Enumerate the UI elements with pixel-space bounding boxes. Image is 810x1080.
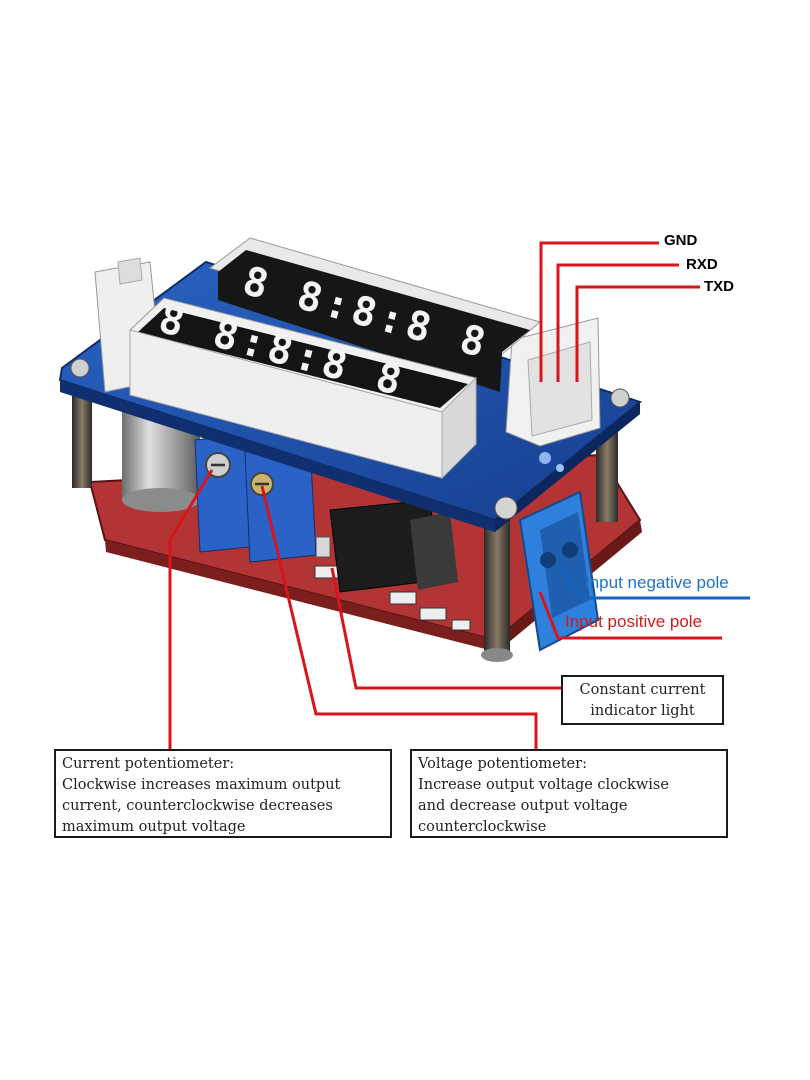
- negative-pole-leader-line: [560, 567, 750, 600]
- gnd-label: GND: [664, 232, 698, 249]
- display-front-face: [138, 308, 468, 408]
- screw: [494, 496, 518, 520]
- note-line: counterclockwise: [418, 819, 547, 835]
- screw: [610, 388, 630, 408]
- rxd-label: RXD: [686, 256, 718, 273]
- input-negative-pole-label: Input negative pole: [585, 573, 729, 592]
- note-line: Increase output voltage clockwise: [418, 777, 669, 793]
- txd-leader-line: [575, 285, 700, 382]
- voltage-potentiometer-note: Voltage potentiometer: Increase output v…: [410, 749, 728, 838]
- voltage-pot-leader-line: [260, 485, 538, 750]
- note-line: Constant current: [579, 682, 706, 698]
- note-line: indicator light: [590, 703, 695, 719]
- indicator-light-note: Constant current indicator light: [561, 675, 724, 725]
- note-line: and decrease output voltage: [418, 798, 628, 814]
- indicator-led: [315, 536, 331, 558]
- input-positive-pole-label: Input positive pole: [565, 612, 703, 631]
- standoff-left-front: [484, 515, 510, 655]
- note-line: current, counterclockwise decreases: [62, 798, 333, 814]
- gnd-leader-line: [539, 241, 659, 382]
- indicator-leader-line: [330, 567, 562, 690]
- display-back-face: [218, 250, 530, 392]
- standoff-left-back: [72, 378, 92, 488]
- bottom-pcb-edge: [105, 540, 497, 652]
- note-line: Clockwise increases maximum output: [62, 777, 341, 793]
- note-heading: Voltage potentiometer:: [418, 756, 587, 772]
- txd-label: TXD: [704, 278, 734, 295]
- current-pot-leader-line: [168, 469, 214, 750]
- rxd-leader-line: [556, 263, 679, 382]
- current-potentiometer-note: Current potentiometer: Clockwise increas…: [54, 749, 392, 838]
- screw: [70, 358, 90, 378]
- note-line: maximum output voltage: [62, 819, 246, 835]
- note-heading: Current potentiometer:: [62, 756, 235, 772]
- positive-pole-leader-line: [538, 591, 722, 640]
